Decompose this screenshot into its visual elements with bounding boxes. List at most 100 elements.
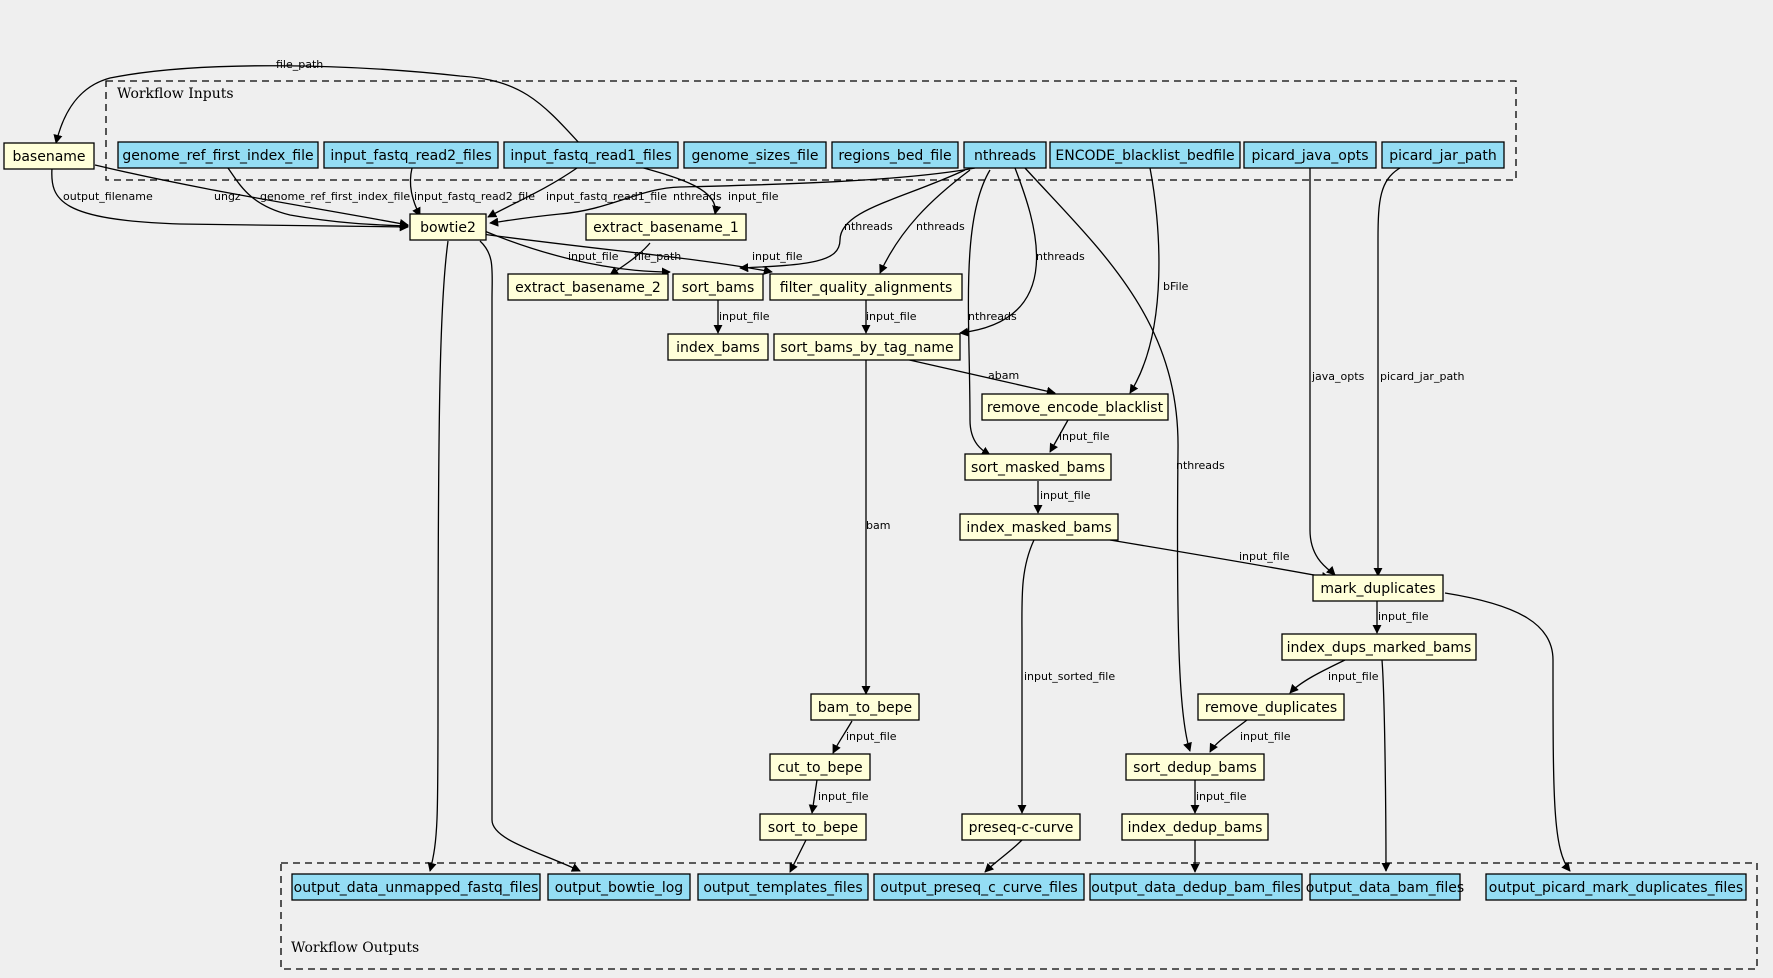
svg-text:sort_to_bepe: sort_to_bepe bbox=[768, 820, 858, 836]
edge-label-output-filename: output_filename bbox=[63, 190, 153, 203]
edge-read1-basename bbox=[53, 65, 581, 145]
edge-label-ungz: ungz bbox=[214, 190, 241, 203]
edge-label-input-file-indexmasked: input_file bbox=[1040, 489, 1091, 502]
node-picard-jar-path[interactable]: picard_jar_path bbox=[1381, 141, 1505, 169]
edge-label-input-file-cut: input_file bbox=[846, 730, 897, 743]
edge-cut-sortbepe bbox=[808, 779, 818, 814]
edge-indexmasked-markdup bbox=[1109, 539, 1331, 581]
edge-bowtie2-sortbams bbox=[481, 229, 671, 277]
node-output-data-unmapped-fastq-files[interactable]: output_data_unmapped_fastq_files bbox=[291, 873, 541, 901]
edge-label-read1: input_fastq_read1_file bbox=[546, 190, 667, 203]
edge-bowtie2-outbowtie bbox=[479, 240, 581, 872]
workflow-inputs-label: Workflow Inputs bbox=[117, 86, 234, 102]
node-output-bowtie-log[interactable]: output_bowtie_log bbox=[547, 873, 691, 901]
node-genome-sizes-file[interactable]: genome_sizes_file bbox=[683, 141, 827, 169]
node-remove-encode-blacklist[interactable]: remove_encode_blacklist bbox=[981, 393, 1169, 421]
node-sort-dedup-bams[interactable]: sort_dedup_bams bbox=[1125, 753, 1265, 781]
node-index-dups-marked-bams[interactable]: index_dups_marked_bams bbox=[1281, 633, 1477, 661]
edge-removebl-sortmasked bbox=[1049, 419, 1069, 453]
edge-label-genome-ref: genome_ref_first_index_file bbox=[260, 190, 410, 203]
edge-label-java-opts: java_opts bbox=[1311, 370, 1365, 383]
edge-label-input-file-sortbepe: input_file bbox=[818, 790, 869, 803]
edge-nthreads-filter bbox=[879, 169, 971, 274]
input-nodes: genome_ref_first_index_file input_fastq_… bbox=[117, 141, 1505, 169]
node-sort-bams-by-tag-name[interactable]: sort_bams_by_tag_name bbox=[773, 333, 961, 361]
svg-text:cut_to_bepe: cut_to_bepe bbox=[777, 760, 862, 776]
edge-label-input-file-indexdups: input_file bbox=[1378, 610, 1429, 623]
node-extract-basename-1[interactable]: extract_basename_1 bbox=[585, 213, 747, 241]
svg-text:output_data_dedup_bam_files: output_data_dedup_bam_files bbox=[1091, 880, 1301, 896]
node-output-preseq-c-curve-files[interactable]: output_preseq_c_curve_files bbox=[873, 873, 1085, 901]
node-index-dedup-bams[interactable]: index_dedup_bams bbox=[1121, 813, 1269, 841]
node-index-masked-bams[interactable]: index_masked_bams bbox=[959, 513, 1119, 541]
node-index-bams[interactable]: index_bams bbox=[667, 333, 769, 361]
node-bowtie2[interactable]: bowtie2 bbox=[409, 213, 487, 241]
svg-text:genome_ref_first_index_file: genome_ref_first_index_file bbox=[122, 148, 313, 164]
svg-text:regions_bed_file: regions_bed_file bbox=[838, 148, 951, 164]
node-filter-quality-alignments[interactable]: filter_quality_alignments bbox=[769, 273, 963, 301]
node-picard-java-opts[interactable]: picard_java_opts bbox=[1243, 141, 1377, 169]
edge-nthreads-sortbams bbox=[739, 169, 966, 273]
edge-encode-removebl bbox=[1129, 167, 1160, 394]
svg-text:remove_duplicates: remove_duplicates bbox=[1205, 700, 1337, 716]
svg-text:genome_sizes_file: genome_sizes_file bbox=[692, 148, 819, 164]
edge-label-nthreads-sortmasked: nthreads bbox=[968, 310, 1017, 323]
output-nodes: output_data_unmapped_fastq_files output_… bbox=[291, 873, 1747, 901]
workflow-outputs-label: Workflow Outputs bbox=[291, 940, 419, 956]
node-output-templates-files[interactable]: output_templates_files bbox=[697, 873, 869, 901]
edge-indexmasked-preseq bbox=[1017, 539, 1035, 814]
node-nthreads[interactable]: nthreads bbox=[963, 141, 1047, 169]
node-sort-masked-bams[interactable]: sort_masked_bams bbox=[964, 453, 1112, 481]
node-preseq-c-curve[interactable]: preseq-c-curve bbox=[961, 813, 1081, 841]
edge-nthreads-sortmasked bbox=[967, 169, 991, 456]
edge-read2-bowtie2 bbox=[409, 167, 421, 217]
node-basename[interactable]: basename bbox=[3, 142, 95, 170]
node-genome-ref-first-index-file[interactable]: genome_ref_first_index_file bbox=[117, 141, 319, 169]
edge-javaopts-markdup bbox=[1309, 168, 1336, 576]
node-cut-to-bepe[interactable]: cut_to_bepe bbox=[769, 753, 871, 781]
edge-nthreads-bowtie2 bbox=[489, 167, 976, 227]
edge-preseq-outpreseq bbox=[984, 839, 1023, 873]
edge-label-file-path-top: file_path bbox=[276, 58, 323, 71]
edge-label-input-file-sortmasked: input_file bbox=[1059, 430, 1110, 443]
node-input-fastq-read1-files[interactable]: input_fastq_read1_files bbox=[503, 141, 679, 169]
edge-basename-bowtie2-filename bbox=[51, 167, 409, 232]
edge-label-input-file-sorttag: input_file bbox=[866, 310, 917, 323]
edge-label-nthreads-sorttag: nthreads bbox=[1036, 250, 1085, 263]
svg-text:output_data_bam_files: output_data_bam_files bbox=[1306, 880, 1464, 896]
svg-text:index_masked_bams: index_masked_bams bbox=[966, 520, 1111, 536]
node-output-picard-mark-duplicates-files[interactable]: output_picard_mark_duplicates_files bbox=[1485, 873, 1747, 901]
svg-text:output_picard_mark_duplicates_: output_picard_mark_duplicates_files bbox=[1489, 880, 1743, 896]
workflow-inputs-cluster: Workflow Inputs bbox=[105, 80, 1517, 181]
node-remove-duplicates[interactable]: remove_duplicates bbox=[1197, 693, 1345, 721]
edge-label-nthreads-bowtie: nthreads bbox=[673, 190, 722, 203]
svg-text:ENCODE_blacklist_bedfile: ENCODE_blacklist_bedfile bbox=[1055, 148, 1234, 164]
edge-extract1-extract2 bbox=[609, 242, 651, 276]
edge-label-input-file-indexdedup: input_file bbox=[1196, 790, 1247, 803]
node-regions-bed-file[interactable]: regions_bed_file bbox=[831, 141, 959, 169]
edge-label-nthreads-sortdedup: nthreads bbox=[1176, 459, 1225, 472]
svg-text:output_bowtie_log: output_bowtie_log bbox=[555, 880, 683, 896]
node-extract-basename-2[interactable]: extract_basename_2 bbox=[507, 273, 669, 301]
edge-nthreads-sorttag bbox=[959, 167, 1038, 337]
svg-text:filter_quality_alignments: filter_quality_alignments bbox=[780, 280, 952, 296]
node-output-data-dedup-bam-files[interactable]: output_data_dedup_bam_files bbox=[1089, 873, 1303, 901]
svg-text:bam_to_bepe: bam_to_bepe bbox=[818, 700, 912, 716]
edge-label-abam: abam bbox=[988, 369, 1019, 382]
node-output-data-bam-files[interactable]: output_data_bam_files bbox=[1306, 873, 1464, 901]
node-sort-to-bepe[interactable]: sort_to_bepe bbox=[759, 813, 867, 841]
node-mark-duplicates[interactable]: mark_duplicates bbox=[1312, 574, 1444, 602]
svg-text:picard_jar_path: picard_jar_path bbox=[1389, 148, 1497, 164]
edge-label-input-file-removedup: input_file bbox=[1328, 670, 1379, 683]
node-bam-to-bepe[interactable]: bam_to_bepe bbox=[810, 693, 920, 721]
edge-sorttag-removebl bbox=[904, 358, 1056, 396]
svg-text:index_dedup_bams: index_dedup_bams bbox=[1128, 820, 1263, 836]
edge-label-picard-jar-path: picard_jar_path bbox=[1380, 370, 1464, 383]
svg-text:remove_encode_blacklist: remove_encode_blacklist bbox=[987, 400, 1164, 416]
node-sort-bams[interactable]: sort_bams bbox=[672, 273, 764, 301]
node-encode-blacklist-bedfile[interactable]: ENCODE_blacklist_bedfile bbox=[1049, 141, 1241, 169]
edge-bambepe-cut bbox=[832, 720, 853, 754]
node-input-fastq-read2-files[interactable]: input_fastq_read2_files bbox=[323, 141, 499, 169]
edge-label-bam: bam bbox=[866, 519, 890, 532]
svg-text:input_fastq_read1_files: input_fastq_read1_files bbox=[510, 148, 671, 164]
